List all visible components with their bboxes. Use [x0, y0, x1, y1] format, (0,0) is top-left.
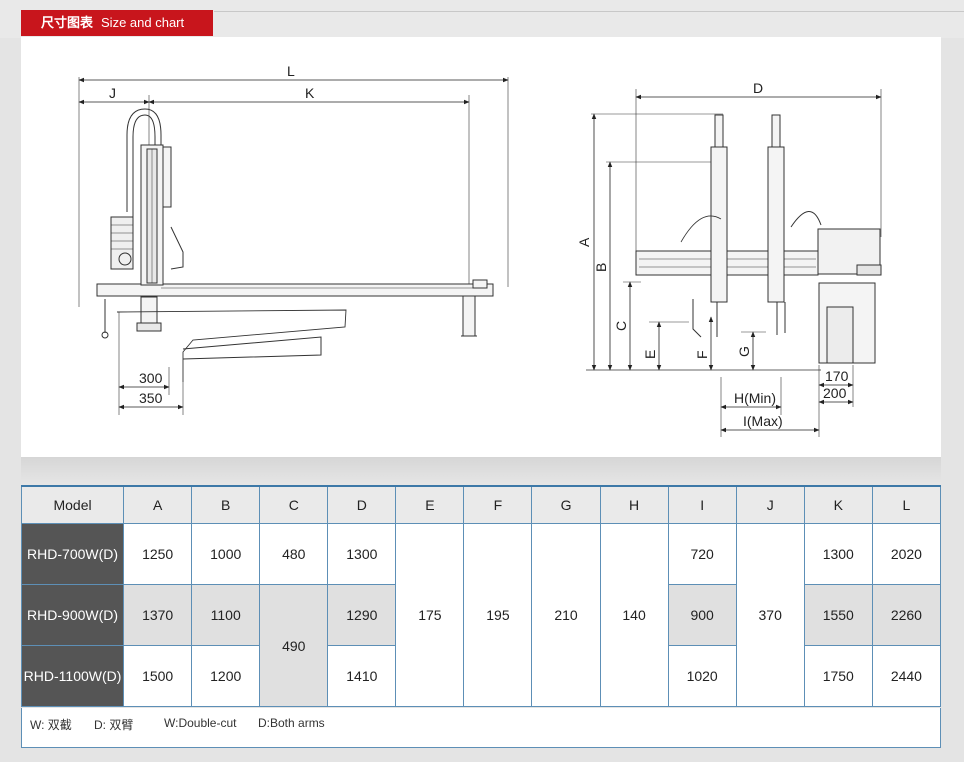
dim-label-G: G [736, 346, 752, 357]
dim-label-C: C [613, 321, 629, 331]
header-rule [214, 11, 964, 12]
footnote-d-cn: D: 双臂 [94, 718, 134, 732]
cell-F: 195 [463, 523, 533, 707]
footnote-w-cn: W: 双截 [30, 718, 72, 732]
cell-B: 1100 [191, 584, 261, 646]
dim-label-E: E [642, 350, 658, 359]
cell-K: 1750 [803, 645, 873, 707]
section-title-en: Size and chart [101, 15, 185, 30]
spec-table: Model A B C D E F G H I J K L RHD-700W(D… [20, 485, 942, 707]
side-view-dimensions: D A B C E F G H(Min) I(Max) 170 200 [576, 80, 882, 433]
col-header-D: D [327, 485, 397, 524]
dim-label-J: J [109, 85, 116, 101]
col-header-A: A [123, 485, 193, 524]
table-row: RHD-700W(D) 1250 1000 480 1300 175 195 2… [20, 523, 942, 707]
cell-D: 1300 [327, 523, 397, 585]
dim-label-F: F [694, 350, 710, 359]
cell-B: 1200 [191, 645, 261, 707]
dim-label-A: A [576, 237, 592, 247]
cell-I: 720 [667, 523, 737, 585]
dimension-drawing-panel: L J K 300 350 [21, 37, 941, 457]
panel-gap [21, 457, 941, 485]
cell-B: 1000 [191, 523, 261, 585]
cell-C: 490 [259, 584, 329, 707]
table-header-row: Model A B C D E F G H I J K L [20, 485, 942, 524]
side-view-drawing [586, 89, 882, 437]
section-title-cn: 尺寸图表 [41, 15, 94, 30]
front-view-dimensions: L J K 300 350 [78, 63, 509, 410]
cell-A: 1370 [123, 584, 193, 646]
cell-I: 1020 [667, 645, 737, 707]
dimension-drawing: L J K 300 350 [78, 63, 882, 437]
dim-label-H: H(Min) [734, 390, 776, 406]
front-view-drawing [78, 77, 509, 415]
col-header-F: F [463, 485, 533, 524]
dim-label-K: K [305, 85, 315, 101]
cell-L: 2260 [871, 584, 942, 646]
col-header-K: K [803, 485, 873, 524]
dim-label-170: 170 [825, 368, 849, 384]
model-cell: RHD-700W(D) [20, 523, 125, 585]
col-header-H: H [599, 485, 669, 524]
table-row: RHD-1100W(D) 1500 1200 1410 1020 1750 24… [20, 645, 942, 707]
footnote-d-en: D:Both arms [258, 716, 325, 730]
cell-K: 1300 [803, 523, 873, 585]
legend-footnote: W: 双截 D: 双臂 W:Double-cut D:Both arms [21, 708, 941, 748]
spec-table-wrap: Model A B C D E F G H I J K L RHD-700W(D… [20, 485, 942, 707]
cell-I: 900 [667, 584, 737, 646]
col-header-G: G [531, 485, 601, 524]
dim-label-B: B [593, 263, 609, 272]
cell-D: 1410 [327, 645, 397, 707]
model-cell: RHD-1100W(D) [20, 645, 125, 707]
dim-label-350: 350 [139, 390, 163, 406]
cell-A: 1250 [123, 523, 193, 585]
cell-H: 140 [599, 523, 669, 707]
col-header-C: C [259, 485, 329, 524]
dim-label-200: 200 [823, 385, 847, 401]
footnote-w-en: W:Double-cut [164, 716, 237, 730]
dim-label-I: I(Max) [743, 413, 783, 429]
col-header-J: J [735, 485, 805, 524]
col-header-B: B [191, 485, 261, 524]
cell-E: 175 [395, 523, 465, 707]
cell-L: 2020 [871, 523, 942, 585]
cell-G: 210 [531, 523, 601, 707]
cell-D: 1290 [327, 584, 397, 646]
dim-label-300: 300 [139, 370, 163, 386]
col-header-L: L [871, 485, 942, 524]
dim-label-D: D [753, 80, 763, 96]
section-title-tab: 尺寸图表 Size and chart [21, 10, 213, 36]
cell-L: 2440 [871, 645, 942, 707]
model-cell: RHD-900W(D) [20, 584, 125, 646]
col-header-I: I [667, 485, 737, 524]
cell-A: 1500 [123, 645, 193, 707]
col-header-E: E [395, 485, 465, 524]
dim-label-L: L [287, 63, 295, 79]
cell-C: 480 [259, 523, 329, 585]
cell-J: 370 [735, 523, 805, 707]
col-header-model: Model [20, 485, 125, 524]
cell-K: 1550 [803, 584, 873, 646]
